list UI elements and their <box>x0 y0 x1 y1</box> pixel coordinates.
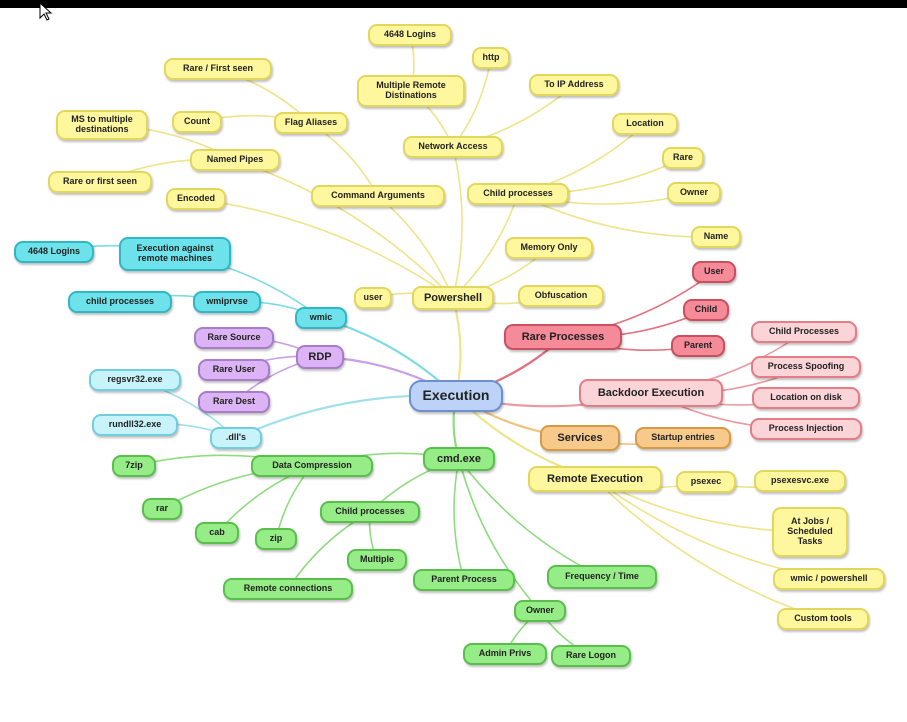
node-bd-child-processes: Child Processes <box>751 321 857 343</box>
node-wmic-exec-remote: Execution against remote machines <box>119 237 231 271</box>
node-remote-execution: Remote Execution <box>528 466 662 492</box>
node-cmd-owner: Owner <box>514 600 566 622</box>
node-ps-rare-first-seen-flag: Rare / First seen <box>164 58 272 80</box>
node-rp-parent: Parent <box>671 335 725 357</box>
node-cmd-7zip: 7zip <box>112 455 156 477</box>
node-bd-location-disk: Location on disk <box>752 387 860 409</box>
node-execution: Execution <box>409 380 503 412</box>
connector-powershell-ps_encoded <box>195 198 454 299</box>
node-ps-command-args: Command Arguments <box>311 185 445 207</box>
node-services: Services <box>540 425 620 451</box>
node-dll-rundll32: rundll32.exe <box>92 414 178 436</box>
node-dlls: .dll's <box>210 427 262 449</box>
node-rdp-rare-source: Rare Source <box>194 327 274 349</box>
node-ps-http: http <box>472 47 510 69</box>
connector-cmd_exe-cmd_owner <box>458 458 541 612</box>
node-ps-owner: Owner <box>667 182 721 204</box>
connector-remote_execution-re_custom_tools <box>594 478 824 620</box>
node-cmd-zip: zip <box>255 528 297 550</box>
node-ps-ms-multiple-dest: MS to multiple destinations <box>56 110 148 140</box>
connector-powershell-ps_command_args <box>377 195 454 299</box>
node-rp-child: Child <box>683 299 729 321</box>
node-backdoor-execution: Backdoor Execution <box>579 379 723 407</box>
node-ps-flag-aliases: Flag Aliases <box>274 112 348 134</box>
node-svc-startup-entries: Startup entries <box>635 427 731 449</box>
node-wmic: wmic <box>295 307 347 329</box>
node-rdp-rare-user: Rare User <box>198 359 270 381</box>
node-rp-user: User <box>692 261 736 283</box>
node-ps-memory-only: Memory Only <box>505 237 593 259</box>
node-bd-process-injection: Process Injection <box>750 418 862 440</box>
node-cmd-multiple: Multiple <box>347 549 407 571</box>
node-re-psexec: psexec <box>676 471 736 493</box>
node-ps-network-access: Network Access <box>403 136 503 158</box>
node-dll-regsvr32: regsvr32.exe <box>89 369 181 391</box>
node-cmd-data-compression: Data Compression <box>251 455 373 477</box>
node-ps-rare-first-seen-pipes: Rare or first seen <box>48 171 152 193</box>
node-ps-name: Name <box>691 226 741 248</box>
node-ps-rare: Rare <box>662 147 704 169</box>
node-ps-to-ip: To IP Address <box>529 74 619 96</box>
node-ps-obfuscation: Obfuscation <box>518 285 604 307</box>
node-re-custom-tools: Custom tools <box>777 608 869 630</box>
node-ps-4648-logins: 4648 Logins <box>368 24 452 46</box>
node-cmd-exe: cmd.exe <box>423 447 495 471</box>
node-wmic-child-processes: child processes <box>68 291 172 313</box>
node-cmd-frequency-time: Frequency / Time <box>547 565 657 589</box>
node-rdp-rare-dest: Rare Dest <box>198 391 270 413</box>
node-powershell: Powershell <box>412 286 494 310</box>
node-ps-encoded: Encoded <box>166 188 226 210</box>
node-rdp: RDP <box>296 345 344 369</box>
node-cmd-remote-connections: Remote connections <box>223 578 353 600</box>
window-top-bar <box>0 0 907 8</box>
node-re-wmic-powershell: wmic / powershell <box>773 568 885 590</box>
node-wmic-4648-logins: 4648 Logins <box>14 241 94 263</box>
node-rare-processes: Rare Processes <box>504 324 622 350</box>
node-cmd-child-processes: Child processes <box>320 501 420 523</box>
node-cmd-admin-privs: Admin Privs <box>463 643 547 665</box>
node-ps-location: Location <box>612 113 678 135</box>
node-re-psexesvc: psexesvc.exe <box>754 470 846 492</box>
node-cmd-parent-process: Parent Process <box>413 569 515 591</box>
connector-cmd_exe-cmd_parent_process <box>453 458 465 581</box>
connector-powershell-ps_network_access <box>452 146 463 299</box>
node-ps-named-pipes: Named Pipes <box>190 149 280 171</box>
node-ps-multiple-remote: Multiple Remote Distinations <box>357 75 465 107</box>
node-cmd-rar: rar <box>142 498 182 520</box>
node-re-at-jobs: At Jobs / Scheduled Tasks <box>772 507 848 557</box>
node-wmic-wmiprvse: wmiprvse <box>193 291 261 313</box>
connector-powershell-ps_named_pipes <box>234 159 454 299</box>
node-ps-count: Count <box>172 111 222 133</box>
node-ps-user: user <box>354 287 392 309</box>
node-cmd-cab: cab <box>195 522 239 544</box>
node-cmd-rare-logon: Rare Logon <box>551 645 631 667</box>
node-ps-child-processes: Child processes <box>467 183 569 205</box>
mouse-cursor-icon <box>39 2 53 21</box>
node-bd-process-spoofing: Process Spoofing <box>751 356 861 378</box>
